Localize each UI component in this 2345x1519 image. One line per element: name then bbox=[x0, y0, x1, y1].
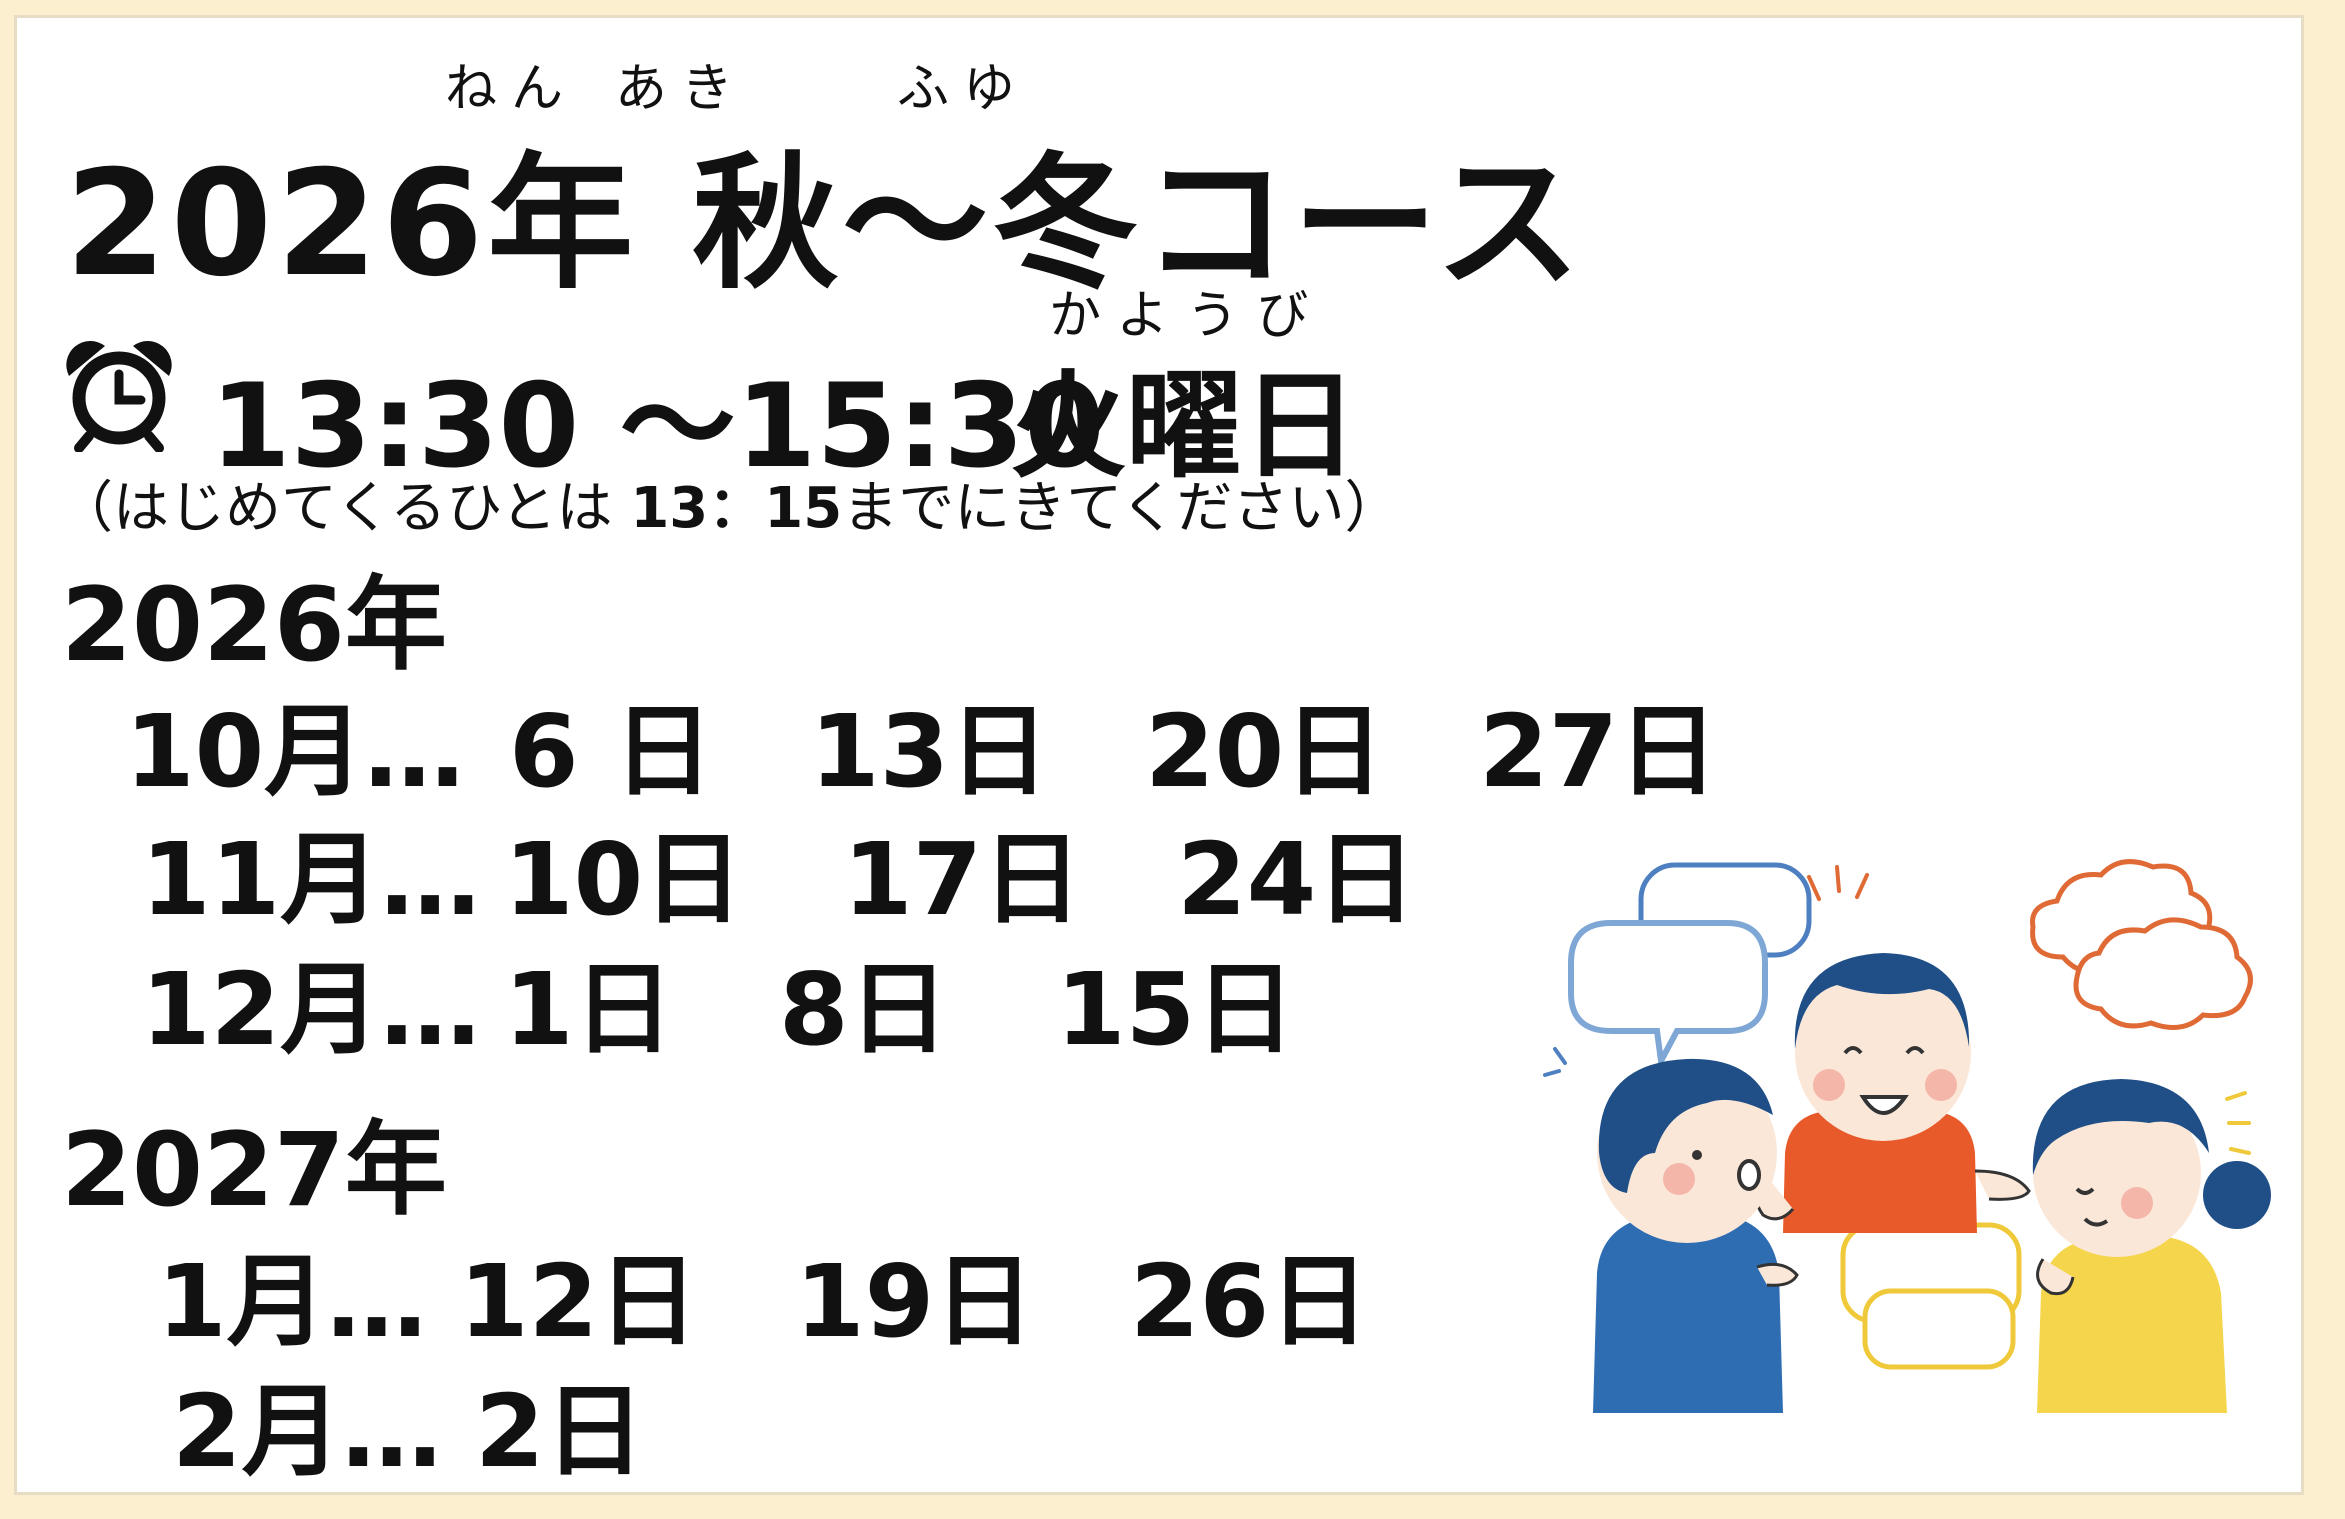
people-talking-illustration bbox=[1537, 853, 2307, 1413]
date-item: 13日 bbox=[810, 693, 1050, 810]
month-row-january: 1月… 12日 19日 26日 bbox=[17, 1220, 1817, 1360]
date-item: 17日 bbox=[843, 821, 1083, 938]
course-day: 火曜日 bbox=[1010, 359, 1358, 494]
month-label: 1月… bbox=[157, 1243, 427, 1360]
furigana-aki: あき bbox=[615, 59, 748, 119]
course-time: 13:30 ～15:30 bbox=[210, 359, 1105, 494]
date-item: 24日 bbox=[1177, 821, 1417, 938]
date-item: 27日 bbox=[1479, 693, 1719, 810]
date-item: 19日 bbox=[795, 1243, 1035, 1360]
first-time-note: （はじめてくるひとは 13：15までにきてください） bbox=[57, 463, 1401, 544]
year-heading-2026: 2026年 bbox=[61, 566, 447, 685]
furigana-fuyu: ふゆ bbox=[897, 59, 1030, 119]
page-title: 2026年 秋～冬コース bbox=[65, 139, 1585, 309]
date-item: 15日 bbox=[1056, 951, 1296, 1068]
year-heading-2027: 2027年 bbox=[61, 1111, 447, 1230]
date-item: 20日 bbox=[1145, 693, 1385, 810]
schedule-card: ねん あき ふゆ 2026年 秋～冬コース かようび 13:30 ～15:30 … bbox=[14, 15, 2304, 1495]
date-item: 1日 bbox=[504, 951, 674, 1068]
note-text-before: （はじめてくるひとは bbox=[57, 476, 631, 541]
note-arrival-time: 13：15 bbox=[630, 476, 843, 541]
furigana-kayoubi: かようび bbox=[1049, 286, 1327, 346]
date-item: 10日 bbox=[504, 821, 744, 938]
alarm-clock-icon bbox=[61, 336, 177, 453]
month-label: 11月… bbox=[141, 821, 481, 938]
date-item: 8日 bbox=[779, 951, 949, 1068]
furigana-nen: ねん bbox=[445, 59, 578, 119]
date-item: 12日 bbox=[459, 1243, 699, 1360]
date-item: 26日 bbox=[1130, 1243, 1370, 1360]
month-row-november: 11月… 10日 17日 24日 bbox=[17, 798, 1817, 938]
note-text-after: までにきてください） bbox=[842, 476, 1401, 541]
month-label: 10月… bbox=[125, 693, 465, 810]
month-row-december: 12月… 1日 8日 15日 bbox=[17, 928, 1817, 1068]
date-item: 6 日 bbox=[509, 693, 714, 810]
date-item: 2日 bbox=[475, 1373, 645, 1490]
month-row-february: 2月… 2日 bbox=[17, 1350, 1817, 1490]
month-label: 12月… bbox=[141, 951, 481, 1068]
month-label: 2月… bbox=[172, 1373, 442, 1490]
month-row-october: 10月… 6 日 13日 20日 27日 bbox=[17, 670, 1817, 810]
